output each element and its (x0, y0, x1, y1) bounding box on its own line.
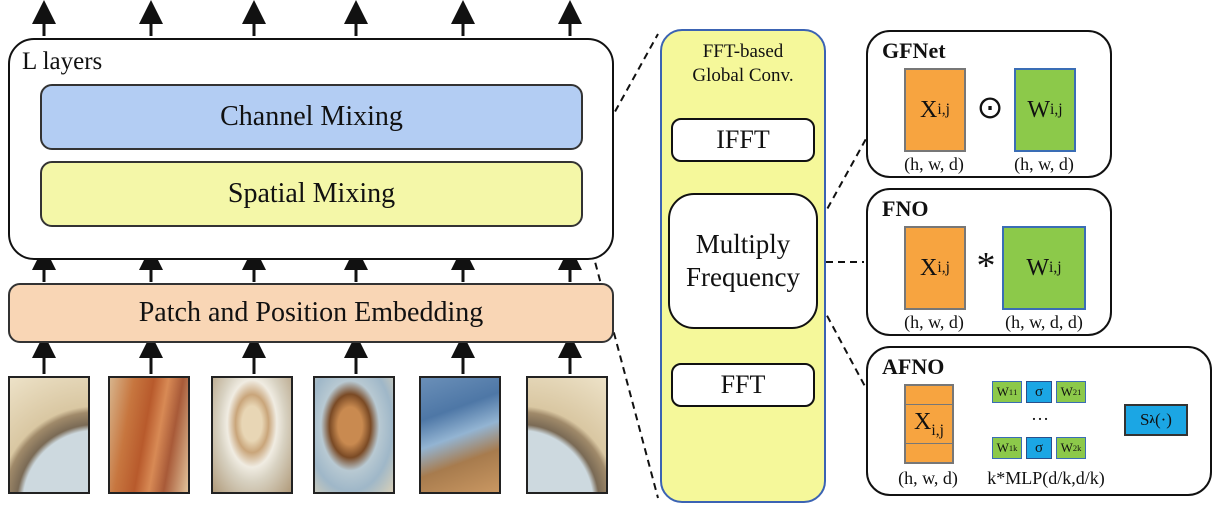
gfnet-w-dims: (h, w, d) (1014, 154, 1074, 174)
l-layers-label: L layers (22, 48, 103, 75)
afno-sigma-row1: σ (1026, 381, 1052, 403)
spatial-mixing-block: Spatial Mixing (40, 161, 583, 227)
fno-w-dims: (h, w, d, d) (1005, 312, 1083, 332)
afno-x-dims: (h, w, d) (898, 468, 958, 488)
hadamard-operator: ⊙ (976, 89, 1004, 125)
ifft-block: IFFT (671, 118, 815, 162)
fft-panel-title: FFT-based Global Conv. (692, 41, 794, 86)
afno-x-slice (906, 386, 952, 405)
afno-x-block: Xi,j (904, 384, 954, 464)
fno-title: FNO (882, 196, 929, 221)
image-patch-1 (8, 376, 90, 494)
multiply-frequency-block: Multiply Frequency (668, 193, 818, 329)
afno-x-slice (906, 442, 952, 462)
gfnet-title: GFNet (882, 38, 946, 63)
patch-embedding-block: Patch and Position Embedding (8, 283, 614, 343)
image-patch-4 (313, 376, 395, 494)
afno-ellipsis: … (1031, 404, 1049, 424)
channel-mixing-block: Channel Mixing (40, 84, 583, 150)
afno-mlp-dims: k*MLP(d/k,d/k) (987, 468, 1105, 488)
image-patch-2 (108, 376, 190, 494)
afno-sigma-rowk: σ (1026, 437, 1052, 459)
afno-title: AFNO (882, 354, 945, 379)
gfnet-x-dims: (h, w, d) (904, 154, 964, 174)
fno-x-dims: (h, w, d) (904, 312, 964, 332)
image-patch-6 (526, 376, 608, 494)
image-patch-3 (211, 376, 293, 494)
fft-block: FFT (671, 363, 815, 407)
image-patch-5 (419, 376, 501, 494)
convolution-operator: * (976, 245, 996, 287)
